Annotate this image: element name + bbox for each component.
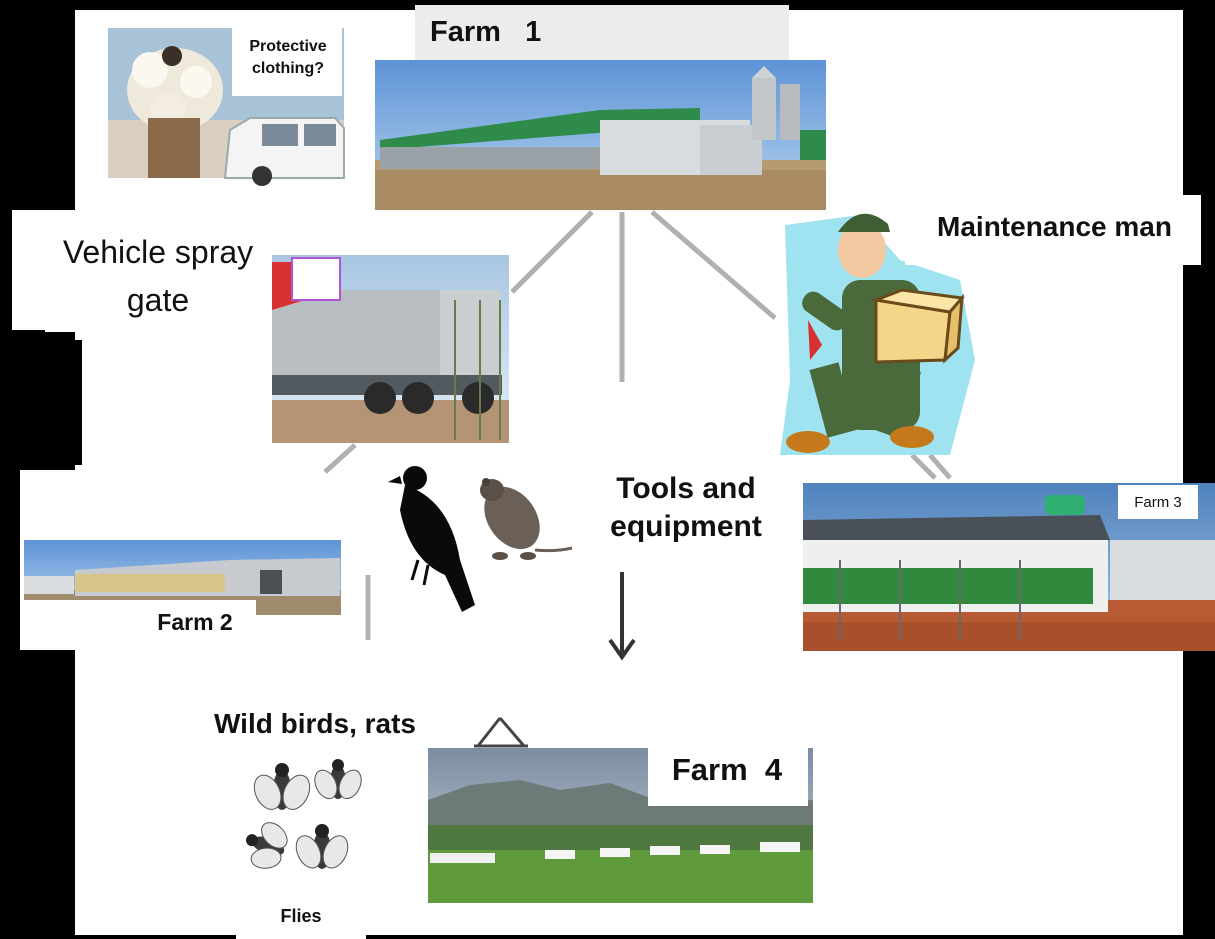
- farm2-label: Farm 2: [157, 608, 233, 635]
- farm1-label: Farm 1: [430, 15, 542, 48]
- tools-equipment-label: Tools and equipment: [596, 470, 776, 546]
- protective-label-line2: clothing?: [252, 60, 324, 77]
- maintenance-label-bg: [905, 195, 1201, 265]
- vehicle-label-line1: Vehicle spray: [62, 234, 254, 270]
- farm2-label-bg: [24, 600, 256, 650]
- farm3-label: Farm 3: [1134, 493, 1182, 511]
- farm4-arrow-head: [474, 717, 528, 748]
- flies-label: Flies: [280, 905, 322, 926]
- bird-icon: [388, 466, 475, 612]
- vehicle-spray-photo: [272, 255, 509, 443]
- protective-label-line1: Protective: [249, 38, 327, 55]
- maintenance-man-label: Maintenance man: [937, 211, 1172, 242]
- farm4-photo: [428, 748, 813, 903]
- protective-clothing-label: Protective clothing?: [234, 36, 342, 80]
- wild-birds-rats-label: Wild birds, rats: [213, 708, 416, 739]
- protective-label-bg: [232, 28, 342, 96]
- down-arrow: [608, 572, 636, 661]
- vehicle-spray-gate-label: Vehicle spray gate: [48, 228, 268, 324]
- farm4-label-bg: [648, 738, 808, 806]
- vehicle-label-bg: [45, 222, 270, 332]
- flies-label-bg: [236, 890, 366, 939]
- tools-label-line2: equipment: [610, 510, 762, 543]
- farm1-label-bg: [415, 5, 789, 60]
- connector-lines: [323, 210, 952, 640]
- farm4-label: Farm 4: [671, 752, 783, 787]
- maintenance-man-icon: [780, 213, 975, 455]
- farm3-label-bg: [1118, 485, 1198, 519]
- fly-icon: [246, 759, 362, 869]
- rat-icon: [480, 478, 573, 560]
- tools-label-line1: Tools and: [616, 472, 756, 505]
- vehicle-label-line2: gate: [126, 282, 190, 318]
- farm1-photo: [375, 60, 826, 210]
